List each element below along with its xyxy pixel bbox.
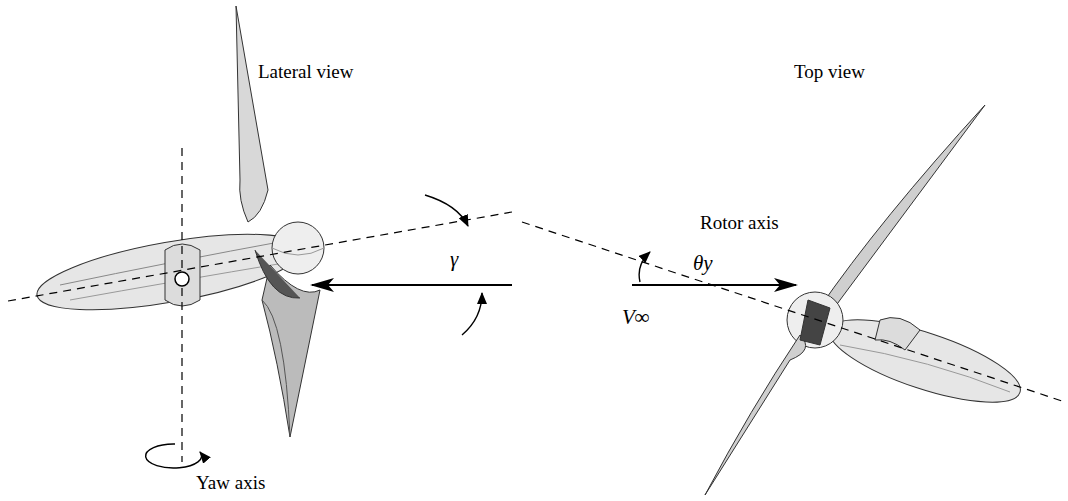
- top-turbine: [705, 105, 1029, 495]
- yaw-axis-line: [181, 148, 182, 462]
- yaw-pivot: [175, 272, 189, 286]
- view-title: Lateral view: [258, 62, 353, 83]
- view-title: Top view: [794, 62, 865, 83]
- rotor-axis-line: [522, 222, 1062, 401]
- angle-arrow: [462, 293, 482, 335]
- angle-symbol: γ: [450, 248, 458, 271]
- angle-arrow: [425, 195, 468, 226]
- angle-symbol: θy: [693, 252, 713, 275]
- axis-label: Rotor axis: [700, 213, 779, 234]
- rotor-axis-line: [8, 212, 512, 301]
- axis-label: Yaw axis: [196, 473, 265, 494]
- yaw-rotation-arrow: [146, 444, 202, 468]
- angle-arrow: [639, 252, 650, 282]
- wind-arrow: [632, 284, 796, 286]
- wind-arrow: [312, 284, 512, 286]
- velocity-symbol: V∞: [622, 306, 650, 329]
